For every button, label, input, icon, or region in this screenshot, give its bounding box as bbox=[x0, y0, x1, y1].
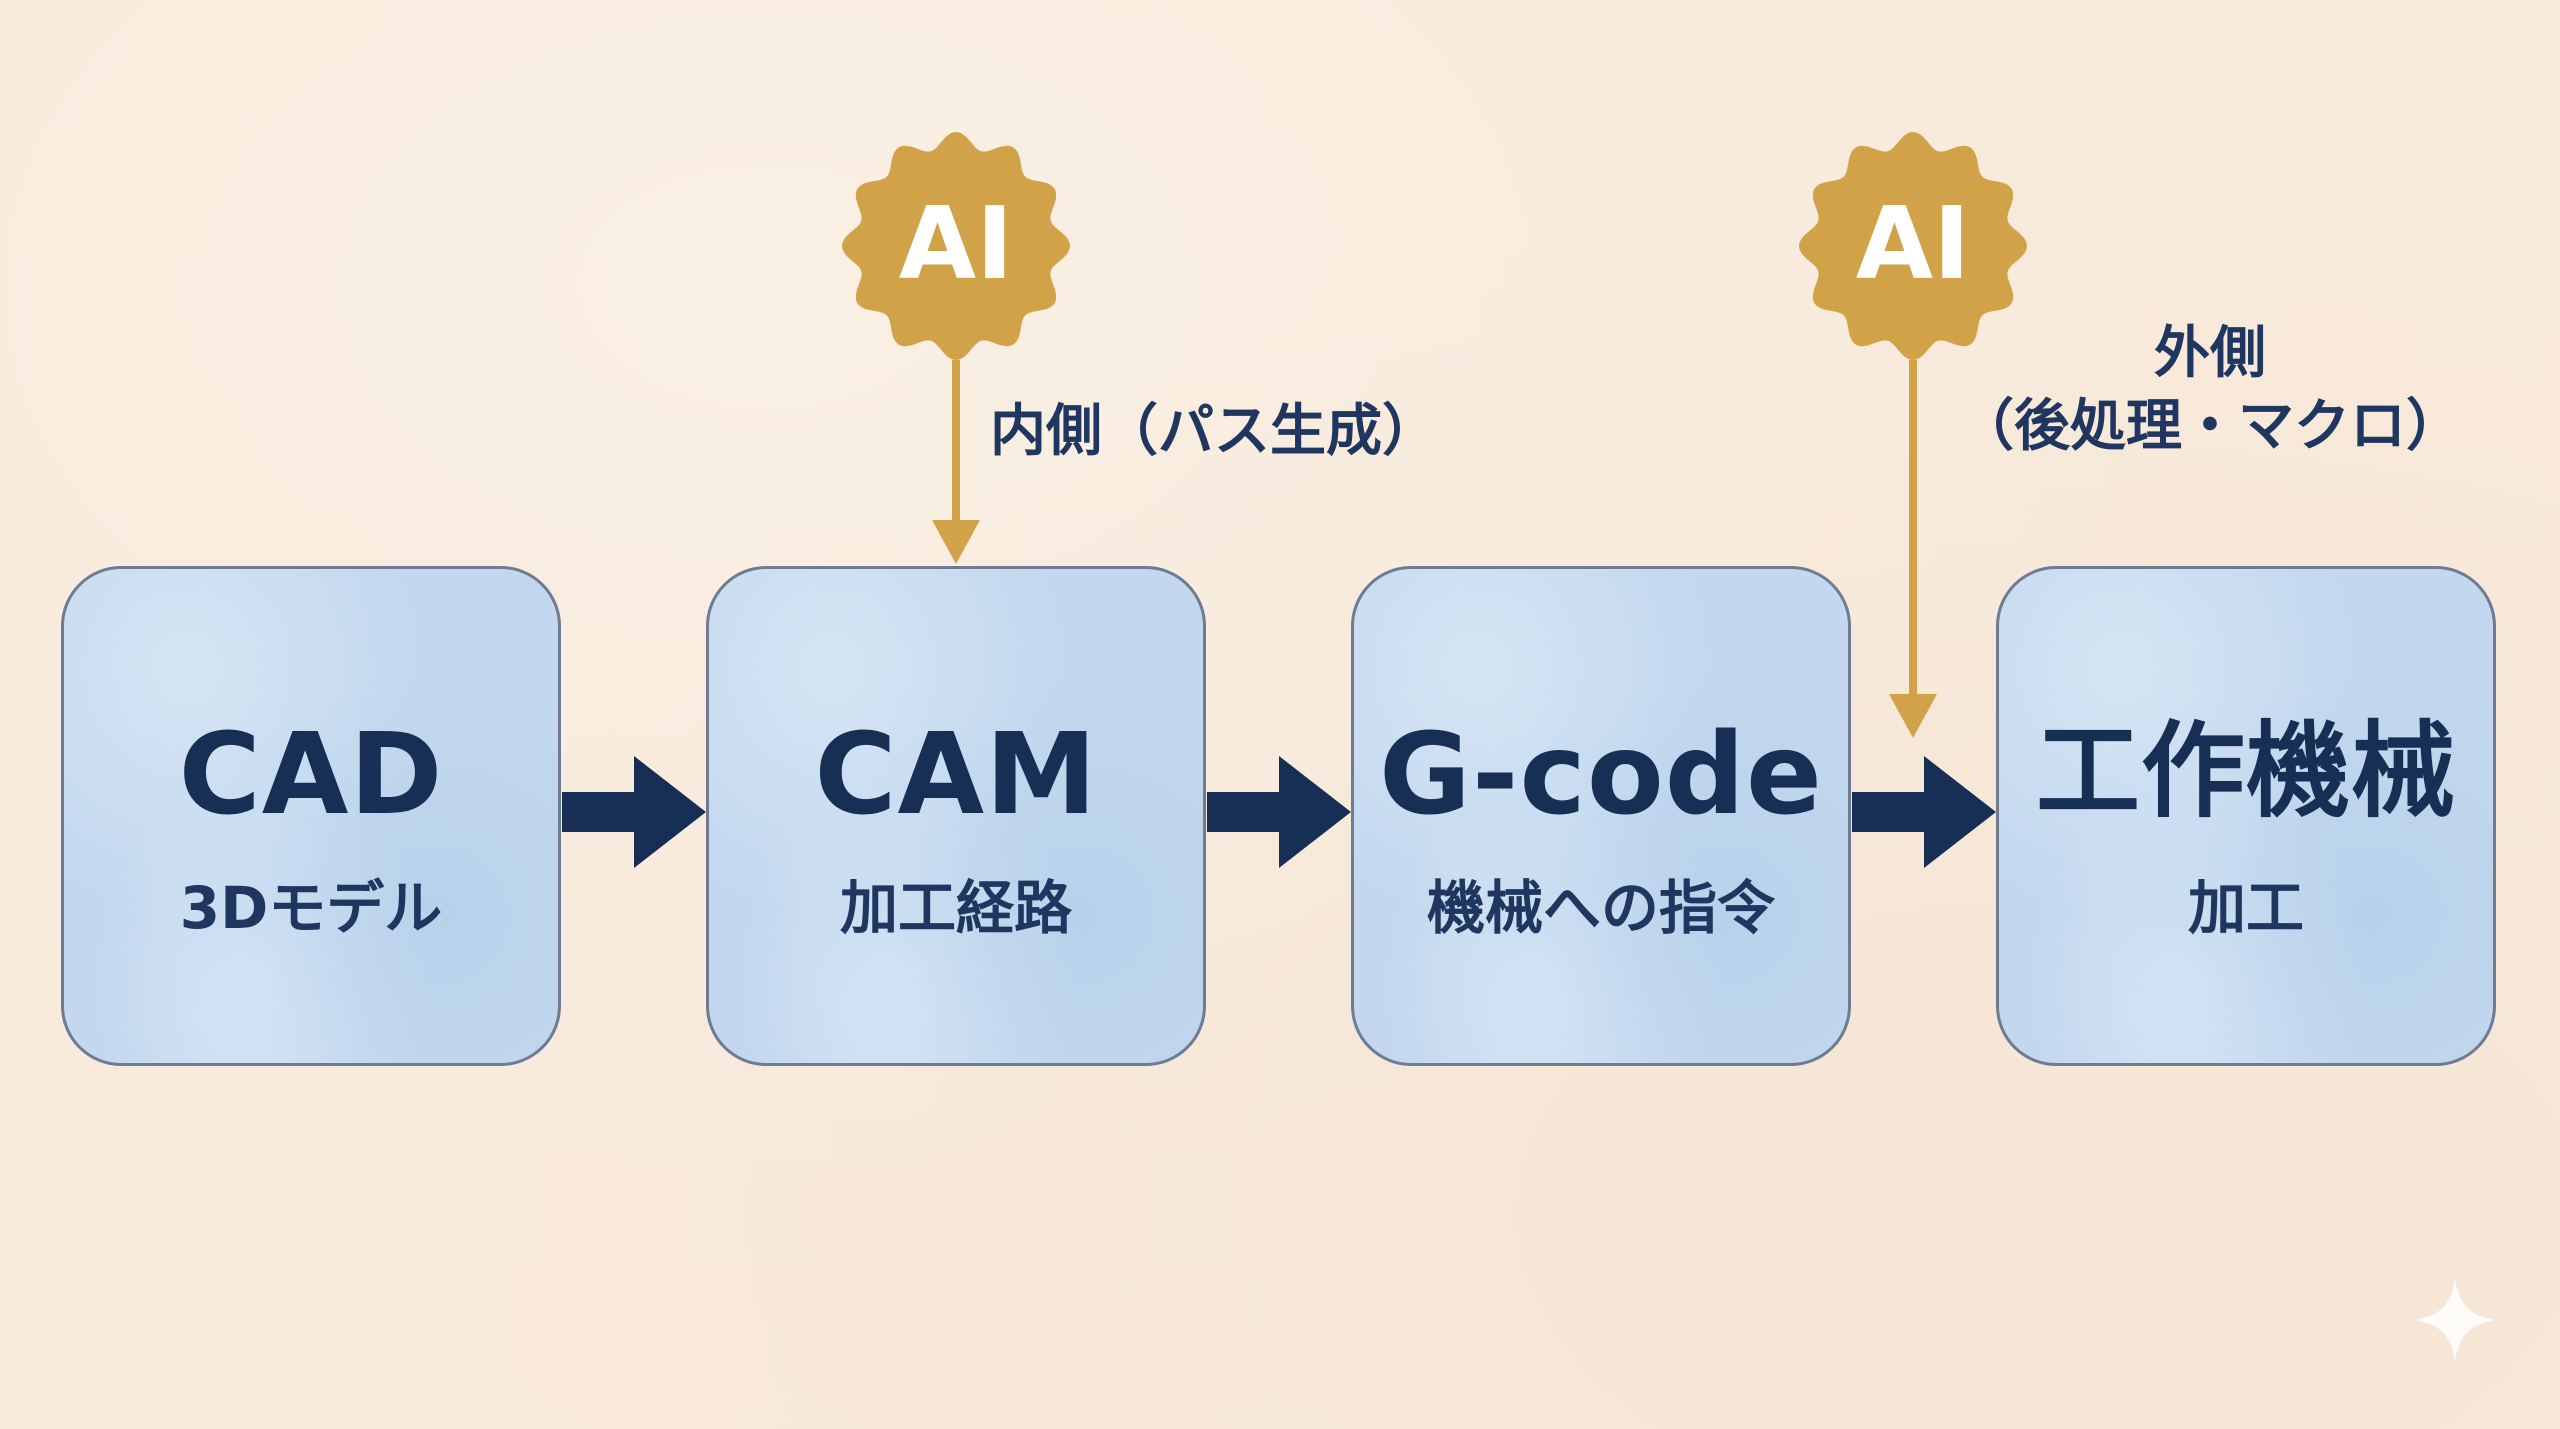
right-arrow-icon bbox=[1852, 756, 1996, 868]
ai-badge-label: AI bbox=[898, 185, 1014, 302]
box-subtitle: 3Dモデル bbox=[179, 874, 443, 942]
ai-badge-machine: AI bbox=[1793, 126, 2033, 366]
process-box-cad: CAD 3Dモデル bbox=[61, 566, 561, 1066]
badge-seal-icon bbox=[842, 132, 1070, 360]
sparkle-icon bbox=[2414, 1279, 2496, 1361]
note-line: 内側（パス生成） bbox=[990, 399, 1438, 464]
process-box-machine-tool: 工作機械 加工 bbox=[1996, 566, 2496, 1066]
note-line: （後処理・マクロ） bbox=[1958, 393, 2462, 459]
box-title: 工作機械 bbox=[2035, 710, 2456, 832]
ai-note-inner: 内側（パス生成） bbox=[990, 396, 1438, 469]
ai-badge-cam: AI bbox=[836, 126, 1076, 366]
box-title: CAD bbox=[178, 710, 444, 840]
ai-badge-label: AI bbox=[1855, 185, 1971, 302]
box-subtitle: 加工 bbox=[2187, 874, 2304, 942]
note-line: 外側 bbox=[2154, 321, 2266, 386]
box-subtitle: 機械への指令 bbox=[1426, 874, 1775, 942]
box-title: G-code bbox=[1379, 710, 1823, 840]
badge-seal-icon bbox=[1799, 132, 2027, 360]
box-title: CAM bbox=[814, 710, 1098, 840]
process-box-gcode: G-code 機械への指令 bbox=[1351, 566, 1851, 1066]
right-arrow-icon bbox=[1207, 756, 1351, 868]
ai-note-outer: 外側 （後処理・マクロ） bbox=[1950, 318, 2470, 464]
right-arrow-icon bbox=[562, 756, 706, 868]
process-box-cam: CAM 加工経路 bbox=[706, 566, 1206, 1066]
down-arrow-icon bbox=[1889, 360, 1937, 738]
box-subtitle: 加工経路 bbox=[839, 874, 1072, 942]
down-arrow-icon bbox=[932, 360, 980, 564]
